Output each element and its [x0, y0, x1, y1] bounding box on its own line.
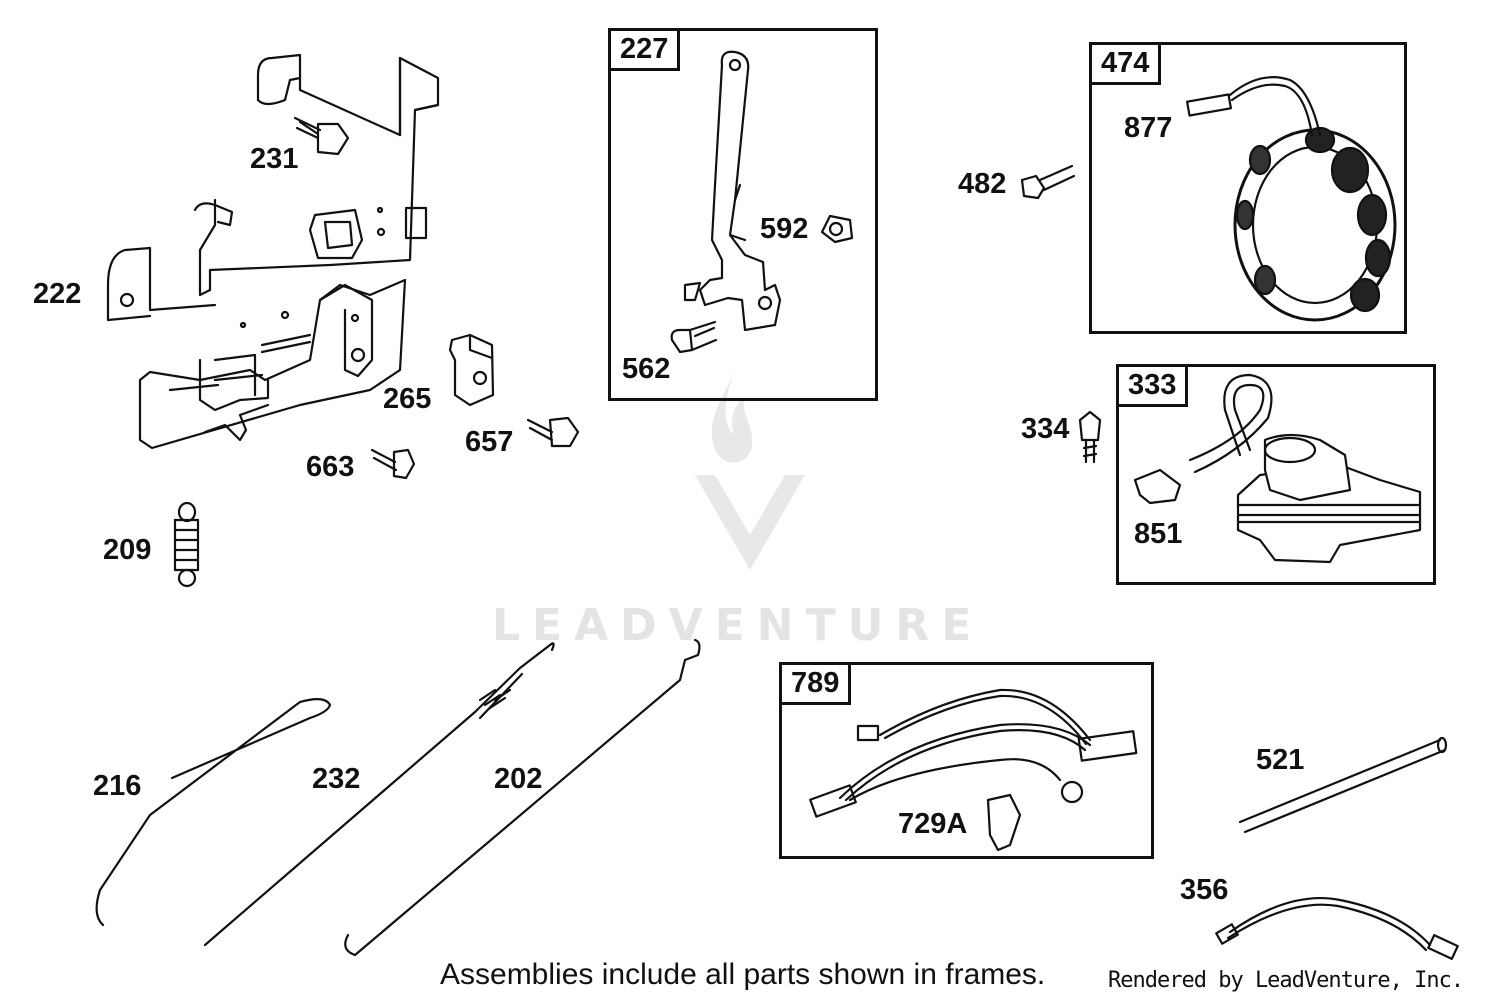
wiring-harness-789-drawing [809, 688, 1138, 852]
screw-482-drawing [1020, 164, 1076, 200]
part-label-265: 265 [383, 383, 432, 415]
screw-334-drawing [1078, 410, 1102, 464]
spring-209-drawing [173, 501, 200, 588]
alternator-474-drawing [1186, 76, 1397, 322]
screw-663-drawing [370, 448, 416, 480]
part-label-851: 851 [1134, 518, 1183, 550]
part-label-877: 877 [1124, 112, 1173, 144]
part-label-729a: 729A [898, 808, 968, 840]
frame-333-tag: 333 [1116, 364, 1189, 407]
link-216-drawing [95, 698, 332, 927]
leadventure-logo-watermark [695, 370, 805, 570]
frame-333: 333 [1116, 364, 1436, 585]
part-label-209: 209 [103, 534, 152, 566]
wire-356-drawing [1215, 897, 1459, 960]
screw-657-drawing [526, 416, 580, 448]
frame-474: 474 [1089, 42, 1407, 334]
part-label-202: 202 [494, 763, 543, 795]
frame-789-tag: 789 [779, 662, 852, 705]
part-label-663: 663 [306, 451, 355, 483]
leadventure-watermark-text: LEADVENTURE [492, 600, 984, 651]
part-label-216: 216 [93, 770, 142, 802]
control-bracket-drawing [106, 53, 440, 450]
part-label-521: 521 [1256, 744, 1305, 776]
part-label-562: 562 [622, 353, 671, 385]
armature-333-drawing [1133, 373, 1422, 564]
part-label-356: 356 [1180, 874, 1229, 906]
governor-lever-227-drawing [670, 50, 854, 354]
part-label-592: 592 [760, 213, 809, 245]
clip-265-drawing [448, 333, 495, 407]
part-label-231: 231 [250, 143, 299, 175]
part-label-222: 222 [33, 278, 82, 310]
frame-474-tag: 474 [1089, 42, 1162, 85]
part-label-657: 657 [465, 426, 514, 458]
frame-789: 789 [779, 662, 1154, 859]
link-232-drawing [203, 642, 555, 947]
rendered-by-credit: Rendered by LeadVenture, Inc. [1108, 968, 1464, 993]
part-label-232: 232 [312, 763, 361, 795]
frame-227: 227 [608, 28, 878, 401]
tube-521-drawing [1238, 736, 1448, 834]
frame-227-tag: 227 [608, 28, 681, 71]
link-202-drawing [344, 638, 701, 957]
footer-note: Assemblies include all parts shown in fr… [440, 958, 1046, 991]
screw-231-drawing [293, 116, 350, 156]
part-label-334: 334 [1021, 413, 1070, 445]
part-label-482: 482 [958, 168, 1007, 200]
